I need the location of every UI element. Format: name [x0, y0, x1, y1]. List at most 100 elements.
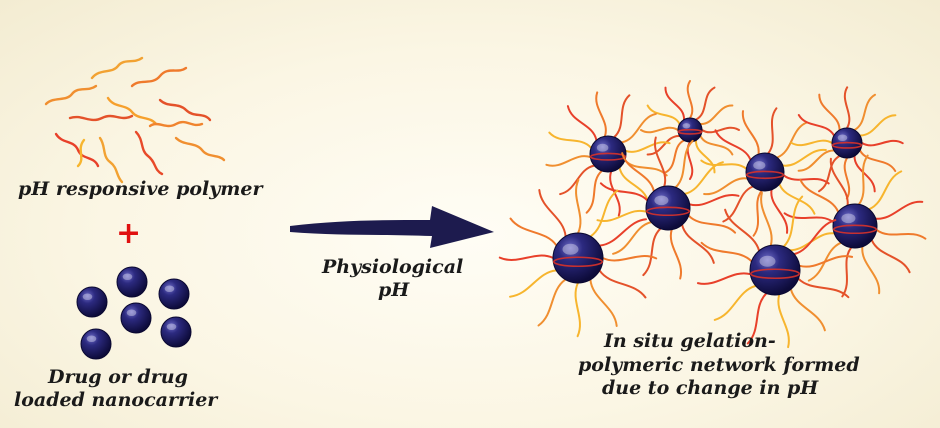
network-chain [646, 104, 681, 125]
nanocarrier-particle [158, 278, 190, 310]
drug-label-line1: Drug or drug [48, 366, 188, 388]
network-chain [746, 292, 768, 345]
polymer-chain [134, 130, 164, 176]
network-chain [861, 139, 904, 147]
network-chain [509, 217, 558, 247]
network-chain [574, 282, 581, 338]
network-chain [861, 245, 881, 295]
sphere-band [832, 224, 878, 235]
network-chain [722, 185, 754, 223]
network-chain [781, 148, 827, 167]
drug-label-line2: loaded nanocarrier [14, 389, 218, 411]
network-chain [843, 86, 851, 129]
polymer-chain [106, 96, 158, 126]
network-chain [790, 139, 833, 147]
network-chain [618, 166, 650, 203]
network-chain [799, 178, 840, 213]
nanocarrier-particle [116, 266, 148, 298]
network-chain [843, 157, 851, 200]
network-chain [674, 139, 694, 189]
network-chain [798, 255, 854, 268]
network-chain [818, 155, 841, 193]
network-chain [694, 139, 716, 174]
network-chain [699, 104, 734, 126]
network-chain [696, 272, 752, 285]
network-chain [598, 218, 647, 247]
network-chain [537, 278, 567, 327]
network-chain [789, 288, 826, 332]
polymer-chain [158, 98, 212, 122]
network-chain [548, 131, 593, 149]
network-chain [714, 129, 752, 161]
network-chain [703, 177, 749, 196]
network-chain [681, 223, 715, 264]
network-chain [859, 149, 897, 172]
polymer-chain [54, 132, 100, 168]
network-chain [585, 169, 603, 214]
polymer-chain [174, 136, 226, 162]
sphere-band [645, 206, 691, 217]
network-chain [664, 139, 685, 174]
network-chain [612, 221, 653, 255]
reaction-arrow [290, 206, 494, 248]
network-chain [853, 93, 876, 131]
network-chain [566, 105, 598, 142]
sphere-band [677, 128, 703, 135]
network-chain [695, 86, 716, 121]
network-chain [575, 178, 582, 234]
network-node [790, 86, 904, 200]
network-chain [683, 161, 724, 195]
network-node [640, 80, 740, 180]
network-chain [783, 212, 835, 224]
network-node [545, 91, 671, 217]
network-label-line2: polymeric network formed [578, 354, 860, 376]
nanocarrier-particle [120, 302, 152, 334]
network-chain [602, 255, 658, 262]
sphere-band [831, 141, 863, 149]
network-node [700, 107, 830, 237]
network-chain [767, 107, 778, 155]
network-chain [598, 269, 647, 299]
network-chain [853, 155, 876, 193]
network-chain [841, 246, 853, 298]
network-chain [874, 200, 924, 220]
nanocarrier-particle [160, 316, 192, 348]
polymer-chain [130, 66, 188, 88]
network-chain [620, 112, 657, 144]
network-chain [646, 134, 681, 156]
network-chain [818, 93, 841, 131]
arrow-label-line2: pH [378, 279, 410, 301]
network-chain [624, 141, 671, 153]
network-chain [782, 174, 830, 185]
network-chain [538, 189, 567, 238]
nanocarrier-particle [76, 286, 108, 318]
polymer-chain [76, 138, 86, 168]
network-node [783, 154, 927, 298]
network-chain [589, 278, 618, 327]
network-chain [653, 136, 667, 188]
arrow-label-line1: Physiological [322, 256, 464, 278]
polymer-chain [148, 120, 204, 128]
network-label-line3: due to change in pH [602, 377, 819, 399]
network-node [596, 136, 740, 280]
network-chain [509, 269, 558, 298]
network-chain [613, 94, 631, 139]
network-chain [559, 164, 596, 196]
network-label-line1: In situ gelation- [604, 330, 776, 352]
network-node [498, 178, 658, 338]
network-chain [797, 149, 835, 172]
polymer-chain [98, 136, 124, 184]
network-chain [700, 159, 748, 170]
network-chain [621, 152, 655, 193]
network-chain [701, 126, 740, 134]
network-chain [875, 228, 927, 240]
network-chain [664, 86, 686, 121]
polymer-chain [90, 56, 144, 80]
network-chain [777, 293, 790, 349]
network-chain [545, 155, 592, 167]
network-chain [870, 239, 911, 274]
network-chain [859, 114, 897, 137]
network-chain [669, 228, 683, 280]
